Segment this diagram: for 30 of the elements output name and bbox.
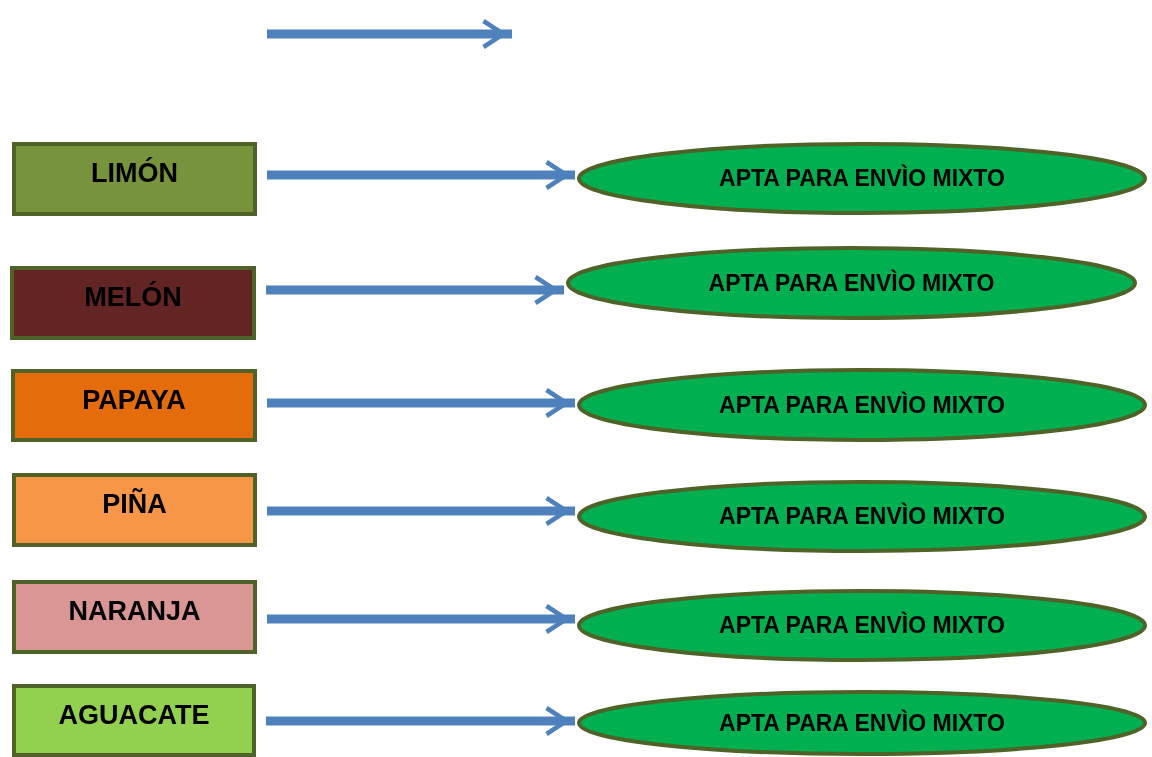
status-label: APTA PARA ENVÌO MIXTO — [719, 612, 1005, 639]
fruit-label: PIÑA — [101, 489, 168, 520]
arrow — [267, 495, 575, 527]
status-label: APTA PARA ENVÌO MIXTO — [719, 709, 1005, 737]
fruit-label: LIMÓN — [90, 158, 179, 189]
status-ellipse — [577, 589, 1147, 662]
arrow — [266, 705, 575, 737]
status-ellipse — [577, 368, 1147, 442]
status-ellipse — [566, 246, 1137, 320]
arrow — [267, 159, 575, 191]
fruit-box — [11, 369, 257, 442]
status-ellipse — [577, 480, 1147, 553]
status-label: APTA PARA ENVÌO MIXTO — [719, 503, 1005, 530]
arrow — [267, 387, 575, 419]
status-ellipse — [577, 142, 1147, 215]
status-label: APTA PARA ENVÌO MIXTO — [719, 165, 1005, 192]
status-label: APTA PARA ENVÌO MIXTO — [719, 391, 1005, 419]
arrow — [267, 603, 575, 635]
status-ellipse — [577, 690, 1147, 756]
fruit-label: AGUACATE — [57, 700, 211, 731]
fruit-box — [12, 142, 257, 216]
fruit-box — [12, 684, 256, 757]
arrow — [266, 274, 564, 306]
fruit-box — [12, 580, 257, 654]
fruit-label: PAPAYA — [81, 385, 187, 416]
fruit-label: MELÓN — [83, 282, 183, 313]
status-label: APTA PARA ENVÌO MIXTO — [708, 269, 995, 297]
fruit-box — [12, 473, 257, 547]
fruit-label: NARANJA — [67, 596, 202, 627]
fruit-box — [10, 266, 256, 340]
